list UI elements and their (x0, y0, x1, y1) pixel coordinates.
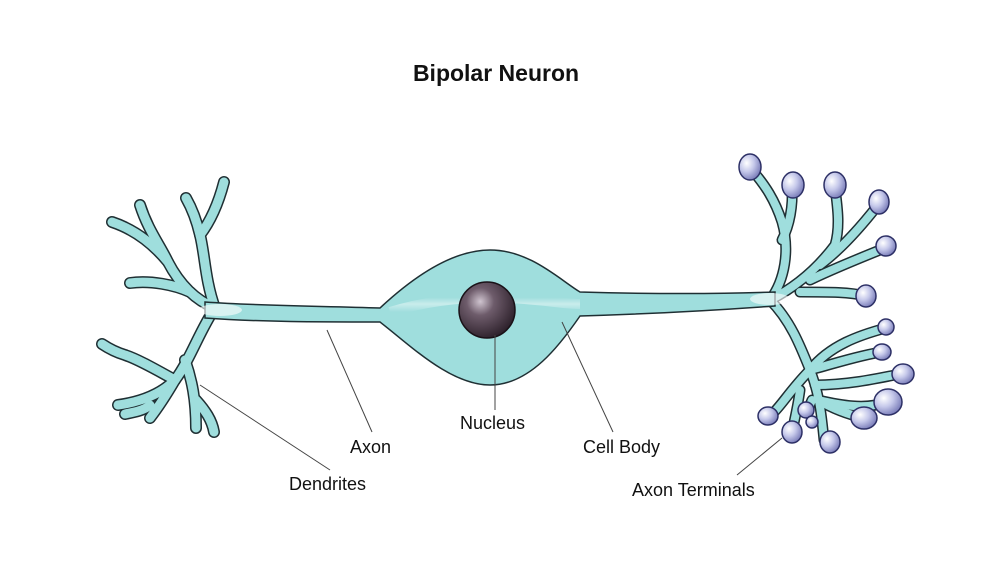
cell-body-leader (561, 321, 614, 433)
axon-terminals-leader (736, 437, 783, 476)
label-nucleus: Nucleus (460, 413, 526, 433)
dendrites-left (96, 176, 230, 438)
label-axon: Axon (350, 437, 392, 457)
diagram-title: Bipolar Neuron (412, 60, 580, 86)
label-cell-body: Cell Body (583, 437, 661, 457)
nucleus-shape (458, 281, 516, 339)
axon-terminal-boutons (738, 153, 915, 454)
dendrites-leader (199, 384, 331, 471)
label-dendrites: Dendrites (289, 474, 367, 494)
leader-lines (199, 321, 783, 476)
axon-leader (326, 329, 373, 433)
label-axon-terminals: Axon Terminals (632, 480, 755, 500)
